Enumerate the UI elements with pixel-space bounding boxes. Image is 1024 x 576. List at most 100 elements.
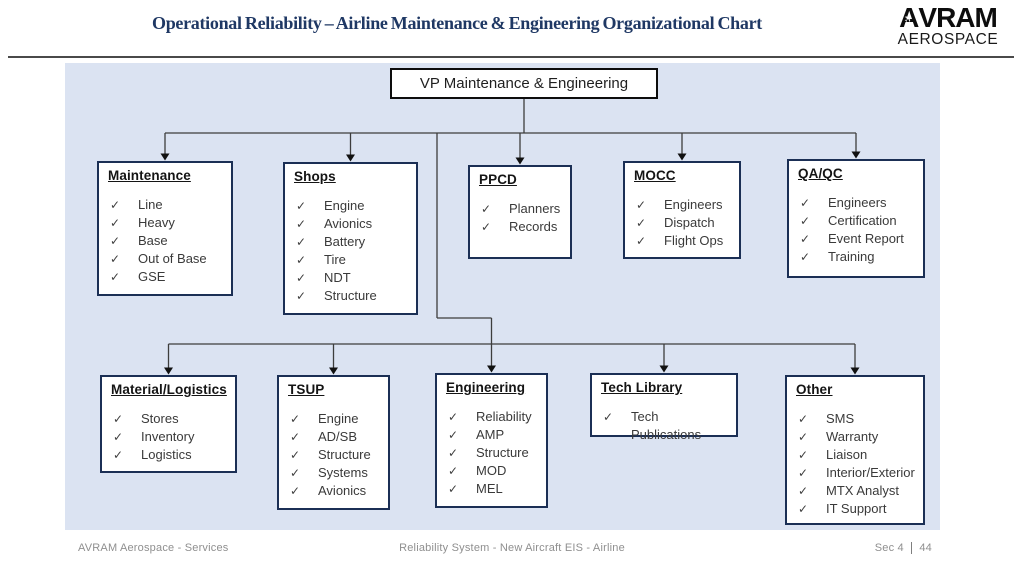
org-item-label: Structure (476, 445, 529, 460)
checkmark-icon: ✓ (113, 448, 124, 462)
checkmark-icon: ✓ (481, 220, 492, 234)
org-item-label: NDT (324, 270, 351, 285)
org-item-label: Inventory (141, 429, 195, 444)
org-item-label: MTX Analyst (826, 483, 899, 498)
org-item: ✓ AMP (446, 426, 537, 444)
org-item-label: Base (138, 233, 168, 248)
org-item: ✓ Liaison (796, 446, 914, 464)
org-item: ✓MOD (446, 462, 537, 480)
org-item: ✓ Records (479, 218, 561, 236)
org-box-other: Other✓SMS✓Warranty✓Liaison✓Interior/Exte… (785, 375, 925, 525)
org-item: ✓ Structure (446, 444, 537, 462)
org-item: ✓Battery (294, 233, 407, 251)
org-box-vp-maintenance-engineering: VP Maintenance & Engineering (390, 68, 658, 99)
org-item: ✓ Engine (294, 197, 407, 215)
org-item-list: ✓Stores✓Inventory✓Logistics (111, 410, 226, 464)
checkmark-icon: ✓ (448, 410, 459, 424)
checkmark-icon: ✓ (481, 202, 492, 216)
checkmark-icon: ✓ (798, 502, 809, 516)
org-item-label: Engine (324, 198, 365, 213)
org-item: ✓Tech Publications (601, 408, 727, 444)
checkmark-icon: ✓ (800, 250, 811, 264)
checkmark-icon: ✓ (448, 428, 459, 442)
org-item-label: Flight Ops (664, 233, 724, 248)
org-item-label: Line (138, 197, 163, 212)
org-box-engineering: Engineering ✓ Reliability ✓ AMP ✓ Structure ✓MO… (435, 373, 548, 508)
org-item-label: Engineers (664, 197, 723, 212)
footer-divider-bar (910, 542, 913, 554)
org-item: ✓Structure (294, 287, 407, 305)
org-item: ✓Planners (479, 200, 561, 218)
org-item-label: Warranty (826, 429, 879, 444)
org-item: ✓ Event Report (798, 230, 914, 248)
org-item: ✓ Reliability (446, 408, 537, 426)
org-item: ✓Stores (111, 410, 226, 428)
footer-page-number: 44 (919, 542, 932, 554)
org-box-title: QA/QC (798, 166, 843, 181)
org-item-label: AMP (476, 427, 505, 442)
org-item: ✓ Warranty (796, 428, 914, 446)
org-item-label: Structure (324, 288, 377, 303)
checkmark-icon: ✓ (798, 448, 809, 462)
org-item-label: Liaison (826, 447, 868, 462)
checkmark-icon: ✓ (603, 410, 614, 424)
org-item-label: Avionics (324, 216, 373, 231)
org-item-label: Training (828, 249, 875, 264)
org-item-label: Dispatch (664, 215, 715, 230)
footer-section: Sec 4 (874, 542, 904, 554)
org-item-label: Certification (828, 213, 897, 228)
checkmark-icon: ✓ (290, 484, 301, 498)
checkmark-icon: ✓ (110, 198, 121, 212)
org-item: ✓Flight Ops (634, 232, 730, 250)
checkmark-icon: ✓ (448, 446, 459, 460)
checkmark-icon: ✓ (110, 270, 121, 284)
org-item-label: Event Report (828, 231, 904, 246)
footer-subject: Reliability System - New Aircraft EIS - … (399, 542, 625, 554)
page-title: Operational Reliability – Airline Mainte… (152, 13, 762, 33)
checkmark-icon: ✓ (798, 430, 809, 444)
org-item-label: Records (509, 219, 558, 234)
checkmark-icon: ✓ (290, 430, 301, 444)
checkmark-icon: ✓ (798, 412, 809, 426)
org-box-title: Engineering (446, 380, 526, 395)
org-item-list: ✓Tech Publications (601, 408, 727, 444)
checkmark-icon: ✓ (296, 271, 307, 285)
checkmark-icon: ✓ (448, 482, 459, 496)
checkmark-icon: ✓ (296, 199, 307, 213)
org-box-tech-library: Tech Library✓Tech Publications (590, 373, 738, 442)
org-box-title: PPCD (479, 172, 517, 187)
checkmark-icon: ✓ (800, 214, 811, 228)
org-item: ✓Structure (288, 446, 379, 464)
org-item: ✓ Line (108, 196, 222, 214)
org-box-maintenance: Maintenance✓Line✓Heavy✓Base✓Out of Base✓… (97, 161, 233, 296)
org-item-label: Avionics (318, 483, 367, 498)
org-item: ✓Out of Base (108, 250, 222, 268)
checkmark-icon: ✓ (296, 217, 307, 231)
org-item-label: Stores (141, 411, 179, 426)
footer-page-info: Sec 4 44 (875, 542, 932, 554)
org-box-title: Material/Logistics (111, 382, 227, 397)
checkmark-icon: ✓ (113, 430, 124, 444)
org-item: ✓ Dispatch (634, 214, 730, 232)
avram-aerospace-logo: A✈VRAM AEROSPACE (884, 4, 1012, 49)
org-item-label: GSE (138, 269, 166, 284)
org-item-label: Interior/Exterior (826, 465, 915, 480)
org-box-title: MOCC (634, 168, 676, 183)
logo-sub-text: AEROSPACE (897, 31, 999, 48)
org-item-label: Heavy (138, 215, 175, 230)
org-item-label: Tire (324, 252, 346, 267)
checkmark-icon: ✓ (290, 466, 301, 480)
checkmark-icon: ✓ (800, 232, 811, 246)
org-item: ✓MTX Analyst (796, 482, 914, 500)
org-item-label: Reliability (476, 409, 532, 424)
org-box-qa-qc: QA/QC✓Engineers✓Certification✓Event Repo… (787, 159, 925, 278)
checkmark-icon: ✓ (636, 216, 647, 230)
org-item-label: Out of Base (138, 251, 207, 266)
org-item: ✓SMS (796, 410, 914, 428)
checkmark-icon: ✓ (296, 235, 307, 249)
org-item: ✓Logistics (111, 446, 226, 464)
org-box-material-logistics: Material/Logistics✓Stores✓Inventory✓Logi… (100, 375, 237, 473)
org-box-shops: Shops✓Engine✓Avionics✓Battery✓Tire✓NDT✓S… (283, 162, 418, 315)
org-box-title: TSUP (288, 382, 325, 397)
logo-brand-text: A✈VRAM (884, 4, 1012, 32)
